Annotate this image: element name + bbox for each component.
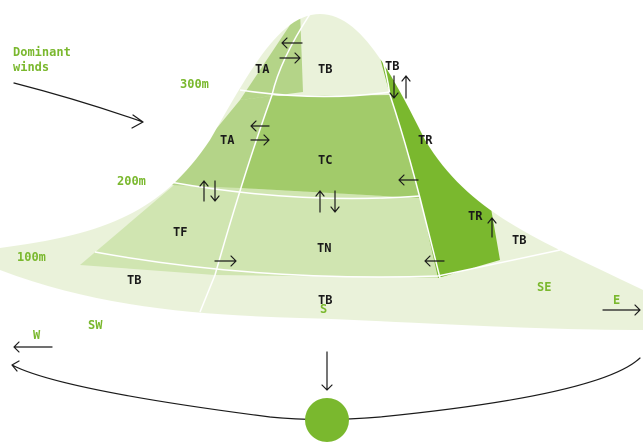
arrow-west bbox=[13, 341, 53, 353]
arrow-east bbox=[602, 304, 641, 316]
zone-ta-top: TA bbox=[255, 62, 270, 76]
direction-se: SE bbox=[537, 280, 551, 294]
direction-s: S bbox=[320, 302, 327, 316]
zone-ta-top-fill bbox=[240, 14, 303, 100]
direction-sw: SW bbox=[88, 318, 103, 332]
zone-tn-fill bbox=[215, 188, 438, 278]
arrow-ta-mid-exchange bbox=[250, 120, 270, 146]
seam-300m bbox=[239, 89, 391, 98]
zone-tb-top-right: TB bbox=[385, 59, 399, 73]
arrow-tn-left bbox=[424, 255, 445, 267]
wind-label: Dominant winds bbox=[13, 45, 78, 74]
zone-tb-top: TB bbox=[318, 62, 332, 76]
zone-tr-low: TR bbox=[468, 209, 483, 223]
mountain-body bbox=[0, 13, 643, 330]
direction-w: W bbox=[33, 328, 41, 342]
arrow-200m-updown-center bbox=[315, 190, 340, 213]
zone-tf: TF bbox=[173, 225, 187, 239]
zone-ta-mid-fill bbox=[170, 96, 272, 188]
seam-200m bbox=[169, 181, 421, 200]
seam-right bbox=[369, 19, 441, 279]
zone-tc-fill bbox=[240, 95, 420, 198]
zone-tb-base-center: TB bbox=[318, 293, 332, 307]
arrow-south bbox=[321, 351, 333, 391]
wind-label-line2: winds bbox=[13, 60, 49, 74]
wind-arrow bbox=[13, 82, 144, 129]
arrow-200m-updown-left bbox=[199, 180, 220, 202]
altitude-300m: 300m bbox=[180, 77, 209, 91]
seam-100m bbox=[94, 249, 561, 278]
zone-tb-base-left: TB bbox=[127, 273, 141, 287]
zone-tr-mid: TR bbox=[418, 133, 433, 147]
zone-tf-fill bbox=[80, 180, 240, 275]
direction-e: E bbox=[613, 293, 620, 307]
seam-left bbox=[199, 13, 311, 313]
arrow-top-exchange bbox=[279, 37, 303, 64]
altitude-100m: 100m bbox=[17, 250, 46, 264]
arrow-tr-low-up bbox=[487, 217, 497, 238]
altitude-200m: 200m bbox=[117, 174, 146, 188]
flow-arrows bbox=[199, 37, 497, 267]
arrow-top-right-updown bbox=[389, 75, 411, 99]
zone-tc: TC bbox=[318, 153, 332, 167]
zone-tb-low-right: TB bbox=[512, 233, 526, 247]
zone-tn: TN bbox=[317, 241, 331, 255]
sun bbox=[305, 398, 349, 442]
arrow-tr-mid-left bbox=[398, 174, 419, 186]
zone-ta-mid: TA bbox=[220, 133, 235, 147]
wind-label-line1: Dominant bbox=[13, 45, 71, 59]
arrow-tn-right bbox=[214, 255, 237, 267]
